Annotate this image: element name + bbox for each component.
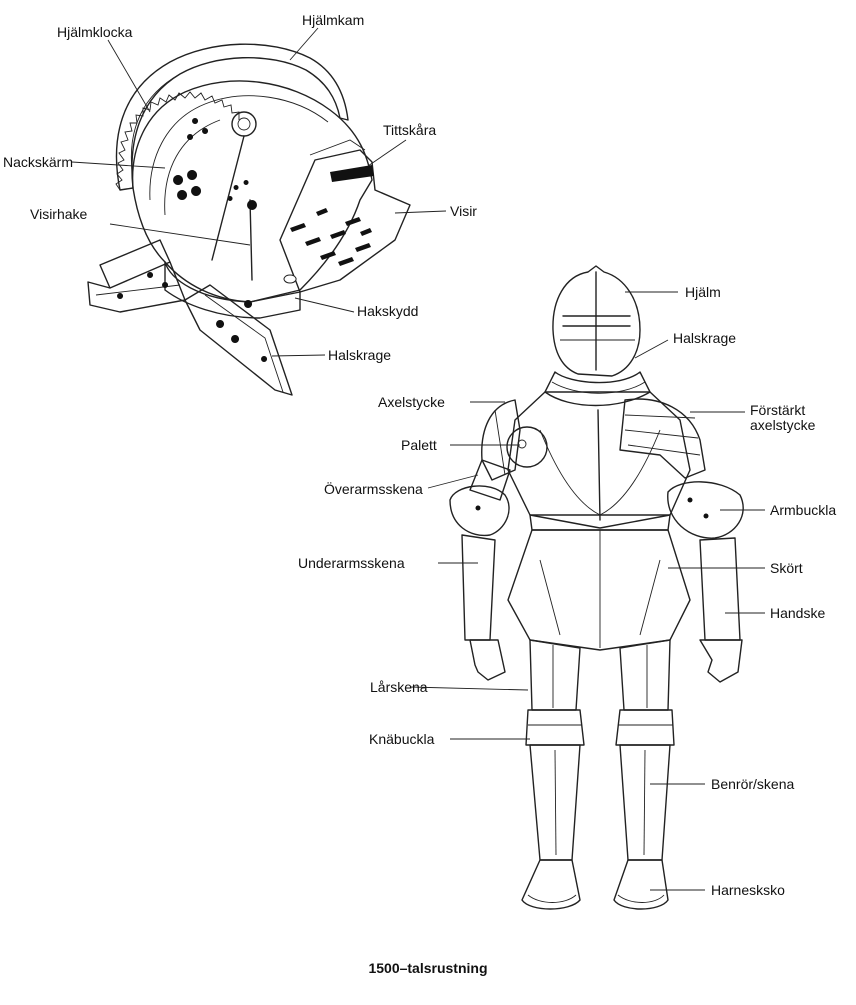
suit-left-vambrace: [462, 535, 495, 640]
label-visirhake: Visirhake: [30, 206, 87, 222]
suit-right-poleyn: [616, 710, 674, 745]
label-underarmsskena: Underarmsskena: [298, 555, 405, 571]
label-skort: Skört: [770, 560, 803, 576]
suit-palett: [507, 427, 547, 467]
label-nackskarm: Nackskärm: [3, 154, 73, 170]
label-visir: Visir: [450, 203, 477, 219]
label-harnessko: Harnesksko: [711, 882, 785, 898]
label-helmet-halskrage: Halskrage: [328, 347, 391, 363]
suit-left-cuisse: [530, 640, 580, 710]
label-hakskydd: Hakskydd: [357, 303, 418, 319]
suit-right-vambrace: [700, 538, 740, 640]
helmet-bevor: [165, 262, 300, 318]
suit-left-poleyn: [526, 710, 584, 745]
label-tittskara: Tittskåra: [383, 122, 436, 138]
suit-right-sabaton: [614, 860, 668, 909]
label-knabuckla: Knäbuckla: [369, 731, 434, 747]
helmet-gorget: [88, 240, 185, 312]
label-overarmsskena: Överarmsskena: [324, 481, 423, 497]
suit-left-sabaton: [522, 860, 580, 909]
suit-right-gauntlet: [700, 640, 742, 682]
suit-left-gauntlet: [470, 640, 505, 680]
suit-left-pauldron: [482, 400, 520, 480]
helmet-comb: [117, 44, 348, 190]
label-axelstycke: Axelstycke: [378, 394, 445, 410]
label-armbuckla: Armbuckla: [770, 502, 836, 518]
suit-gorget: [545, 372, 650, 406]
label-forstarkt-axelstycke: Förstärkt axelstycke: [750, 403, 850, 433]
armour-suit-drawing: [450, 266, 743, 909]
suit-right-cuisse: [620, 640, 670, 710]
diagram-caption: 1500–talsrustning: [0, 960, 856, 976]
label-hjalm: Hjälm: [685, 284, 721, 300]
label-larskena: Lårskena: [370, 679, 428, 695]
helmet-drawing: [88, 44, 410, 395]
suit-tassets: [508, 530, 690, 650]
label-hjalmkam: Hjälmkam: [302, 12, 364, 28]
label-hjalmklocka: Hjälmklocka: [57, 24, 132, 40]
label-palett: Palett: [401, 437, 437, 453]
suit-right-pauldron: [620, 399, 705, 478]
label-handske: Handske: [770, 605, 825, 621]
label-benror: Benrör/skena: [711, 776, 794, 792]
label-suit-halskrage: Halskrage: [673, 330, 736, 346]
